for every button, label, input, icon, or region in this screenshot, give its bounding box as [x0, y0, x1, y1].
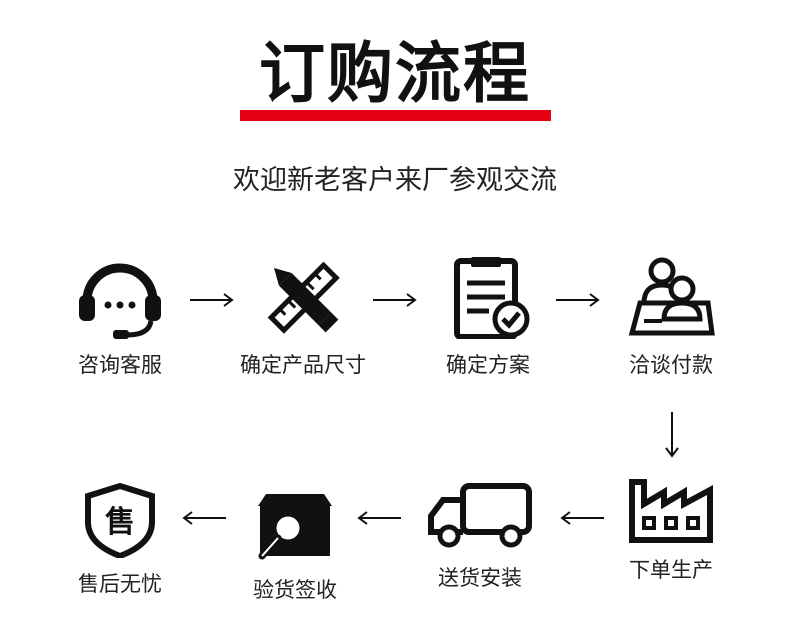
headset-icon: [79, 263, 161, 339]
step-delivery: 送货安装: [405, 480, 555, 592]
page-subtitle: 欢迎新老客户来厂参观交流: [233, 165, 557, 196]
step-label: 确定产品尺寸: [240, 353, 366, 377]
step-aftersale: 售 售后无忧: [45, 482, 195, 598]
step-label: 确定方案: [446, 353, 530, 377]
title-underline: [240, 110, 551, 121]
clipboard-check-icon: [454, 257, 530, 339]
shield-sale-icon: 售: [85, 482, 155, 558]
arrow-left-icon: [357, 511, 401, 525]
arrow-left-icon: [182, 511, 226, 525]
arrow-down-icon: [665, 412, 679, 458]
step-label: 验货签收: [253, 578, 337, 602]
pencil-ruler-icon: [267, 261, 340, 334]
step-label: 售后无忧: [78, 572, 162, 596]
step-payment: 洽谈付款: [596, 255, 746, 379]
delivery-truck-icon: [428, 483, 532, 548]
step-label: 咨询客服: [78, 353, 162, 377]
step-production: 下单生产: [596, 478, 746, 584]
step-size: 确定产品尺寸: [228, 255, 378, 379]
step-label: 洽谈付款: [629, 353, 713, 377]
arrow-right-icon: [556, 293, 600, 307]
arrow-right-icon: [190, 293, 234, 307]
step-label: 下单生产: [629, 558, 713, 582]
shield-glyph: 售: [105, 505, 135, 540]
factory-icon: [629, 479, 713, 543]
step-consult: 咨询客服: [45, 255, 195, 379]
box-inspect-icon: [258, 494, 332, 560]
step-label: 送货安装: [438, 566, 522, 590]
step-plan: 确定方案: [413, 255, 563, 379]
page-title: 订购流程: [259, 35, 531, 112]
arrow-right-icon: [373, 293, 417, 307]
meeting-people-icon: [628, 257, 715, 336]
step-inspect: 验货签收: [220, 480, 370, 604]
arrow-left-icon: [560, 511, 604, 525]
